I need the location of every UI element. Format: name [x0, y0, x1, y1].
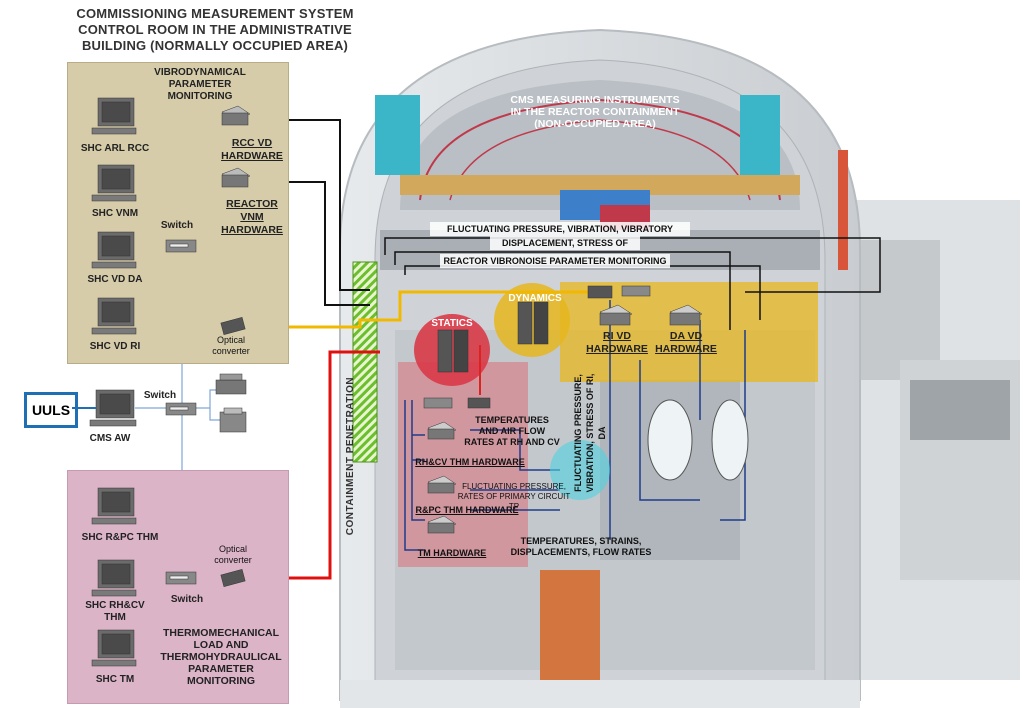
measurement-caption: FLUCTUATING PRESSURE, VIBRATION, VIBRATO…: [430, 222, 690, 236]
heading-line: COMMISSIONING MEASUREMENT SYSTEM: [76, 6, 354, 21]
workstation-label: SHC TM: [95, 674, 135, 685]
label-line: DA VD: [669, 330, 703, 342]
caption-line: RATES AT RH AND CV: [464, 437, 560, 447]
title-line: PARAMETER: [188, 663, 254, 675]
reactor-hardware-label: REACTOR VNM HARDWARE: [212, 198, 292, 237]
ri-hardware-label: RI VD HARDWARE: [582, 330, 652, 356]
da-hardware-label: DA VD HARDWARE: [648, 330, 724, 356]
title-line: MONITORING: [167, 91, 233, 102]
uuls-box: UULS: [24, 392, 78, 428]
label-line: HARDWARE: [221, 150, 283, 162]
switch-label: Switch: [143, 390, 177, 401]
workstation-label: SHC RH&CV THM: [70, 600, 160, 624]
label-line: THM: [104, 612, 126, 623]
caption-line: RATES OF PRIMARY CIRCUIT TP: [457, 492, 571, 511]
optical-converter-label: Optical converter: [200, 544, 266, 566]
strains-caption: TEMPERATURES, STRAINS, DISPLACEMENTS, FL…: [508, 536, 654, 558]
optical-converter-label: Optical converter: [198, 335, 264, 357]
caption-line: FLUCTUATING PRESSURE,: [573, 374, 583, 492]
label-line: RI VD: [602, 330, 631, 342]
workstation-label: CMS AW: [89, 433, 131, 444]
label-line: VNM: [240, 211, 264, 223]
heading-line: CMS MEASURING INSTRUMENTS: [510, 94, 680, 106]
title-line: THERMOMECHANICAL: [162, 627, 280, 639]
caption-line: DISPLACEMENTS, FLOW RATES: [510, 547, 652, 557]
caption-line: DA: [597, 426, 607, 440]
workstation-label: SHC ARL RCC: [80, 143, 150, 154]
uuls-link: [72, 407, 96, 409]
workstation-label: SHC VD DA: [87, 274, 143, 285]
statics-label: STATICS: [431, 318, 473, 329]
label-line: converter: [212, 346, 250, 356]
vibro-title: VIBRODYNAMICAL PARAMETER MONITORING: [150, 67, 250, 103]
caption-line: TEMPERATURES, STRAINS,: [520, 536, 642, 546]
containment-heading: CMS MEASURING INSTRUMENTS IN THE REACTOR…: [495, 94, 695, 130]
rhcv-hardware-label: RH&CV THM HARDWARE: [415, 457, 525, 467]
title-line: VIBRODYNAMICAL: [154, 67, 246, 78]
measurement-caption: DISPLACEMENT, STRESS OF: [490, 236, 640, 250]
label-line: HARDWARE: [586, 343, 648, 355]
label-line: RCC VD: [231, 137, 273, 149]
caption-line: TEMPERATURES: [475, 415, 549, 425]
control-room-heading: COMMISSIONING MEASUREMENT SYSTEM CONTROL…: [55, 6, 375, 54]
title-line: THERMOHYDRAULICAL: [160, 651, 282, 663]
title-line: MONITORING: [186, 675, 256, 687]
label-line: SHC RH&CV: [85, 600, 145, 611]
label-line: Optical: [218, 544, 247, 554]
tm-hardware-label: TM HARDWARE: [417, 548, 487, 558]
label-line: HARDWARE: [655, 343, 717, 355]
title-line: PARAMETER: [168, 79, 232, 90]
primary-circuit-caption: FLUCTUATING PRESSURE, RATES OF PRIMARY C…: [452, 482, 576, 512]
title-line: LOAD AND: [193, 639, 249, 651]
heading-line: (NON-OCCUPIED AREA): [534, 118, 656, 130]
heading-line: BUILDING (NORMALLY OCCUPIED AREA): [81, 38, 349, 53]
workstation-label: SHC VNM: [91, 208, 139, 219]
workstation-label: SHC R&PC THM: [81, 532, 159, 543]
label-line: HARDWARE: [221, 224, 283, 236]
caption-line: VIBRATION, STRESS OF RI,: [585, 373, 595, 493]
label-line: Optical: [216, 335, 245, 345]
dynamics-label: DYNAMICS: [508, 293, 562, 304]
label-line: converter: [214, 555, 252, 565]
penetration-label: CONTAINMENT PENETRATION: [345, 376, 356, 536]
measurement-caption: REACTOR VIBRONOISE PARAMETER MONITORING: [440, 254, 670, 268]
switch-label: Switch: [170, 594, 204, 605]
workstation-label: SHC VD RI: [89, 341, 141, 352]
switch-label: Switch: [160, 220, 194, 231]
temperature-caption: TEMPERATURES AND AIR FLOW RATES AT RH AN…: [462, 415, 562, 448]
rcc-hardware-label: RCC VD HARDWARE: [212, 137, 292, 163]
heading-line: IN THE REACTOR CONTAINMENT: [510, 106, 680, 118]
rpc-hardware-label: R&PC THM HARDWARE: [415, 505, 519, 515]
heading-line: CONTROL ROOM IN THE ADMINISTRATIVE: [78, 22, 352, 37]
caption-line: AND AIR FLOW: [478, 426, 546, 436]
vertical-caption: FLUCTUATING PRESSURE, VIBRATION, STRESS …: [572, 363, 608, 503]
thermo-title: THERMOMECHANICAL LOAD AND THERMOHYDRAULI…: [158, 627, 284, 687]
caption-line: FLUCTUATING PRESSURE,: [462, 482, 566, 491]
label-line: REACTOR: [226, 198, 278, 210]
